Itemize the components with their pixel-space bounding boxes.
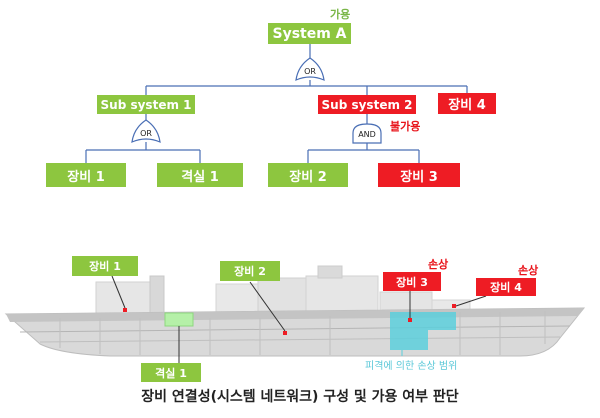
room1-node[interactable]: 격실 1 <box>157 163 243 187</box>
damage-tag-equip4: 손상 <box>518 264 539 277</box>
ship-label-equip2: 장비 2 <box>220 261 280 281</box>
or-gate-top-label: OR <box>304 67 316 76</box>
ship-deck <box>6 308 584 322</box>
equip3-marker <box>408 318 412 322</box>
damage-tag-equip3: 손상 <box>428 258 449 271</box>
equip4-marker <box>452 304 456 308</box>
equip3-node[interactable]: 장비 3 <box>378 163 460 187</box>
leader-equip1 <box>111 275 126 309</box>
system-a-status: 가용 <box>330 8 351 21</box>
ship-label-equip3: 장비 3 <box>383 272 441 291</box>
system-a-node[interactable]: System A <box>268 23 351 44</box>
damage-range-lower <box>390 312 428 350</box>
subsystem-2-node[interactable]: Sub system 2 <box>318 95 416 114</box>
equip1-node[interactable]: 장비 1 <box>46 163 126 187</box>
subsystem-1-node[interactable]: Sub system 1 <box>97 95 195 114</box>
leader-equip2 <box>249 281 286 332</box>
compartment-1-highlight <box>164 312 194 327</box>
equip1-marker <box>123 308 127 312</box>
ship-illustration <box>4 265 586 363</box>
or-gate-subsystem1: OR <box>131 119 161 143</box>
leader-equip4 <box>455 295 487 307</box>
subsystem-2-status: 불가용 <box>390 120 421 133</box>
ship-deck-line <box>39 336 561 343</box>
ship-label-equip1: 장비 1 <box>72 256 138 276</box>
or-gate-top: OR <box>295 57 325 81</box>
or-gate-1-label: OR <box>140 129 152 138</box>
figure-caption: 장비 연결성(시스템 네트워크) 구성 및 가용 여부 판단 <box>141 389 459 405</box>
damage-range-label: 피격에 의한 손상 범위 <box>365 361 458 372</box>
ship-label-room1: 격실 1 <box>141 363 201 382</box>
ship-bridge-block <box>317 265 343 279</box>
equip2-node[interactable]: 장비 2 <box>268 163 348 187</box>
equip4-node[interactable]: 장비 4 <box>438 93 496 114</box>
ship-deck-line <box>19 325 571 333</box>
ship-label-equip4: 장비 4 <box>476 278 536 296</box>
damage-range-upper <box>428 312 456 330</box>
and-gate-subsystem2: AND <box>352 123 382 144</box>
and-gate-label: AND <box>358 130 376 139</box>
equip2-marker <box>283 331 287 335</box>
